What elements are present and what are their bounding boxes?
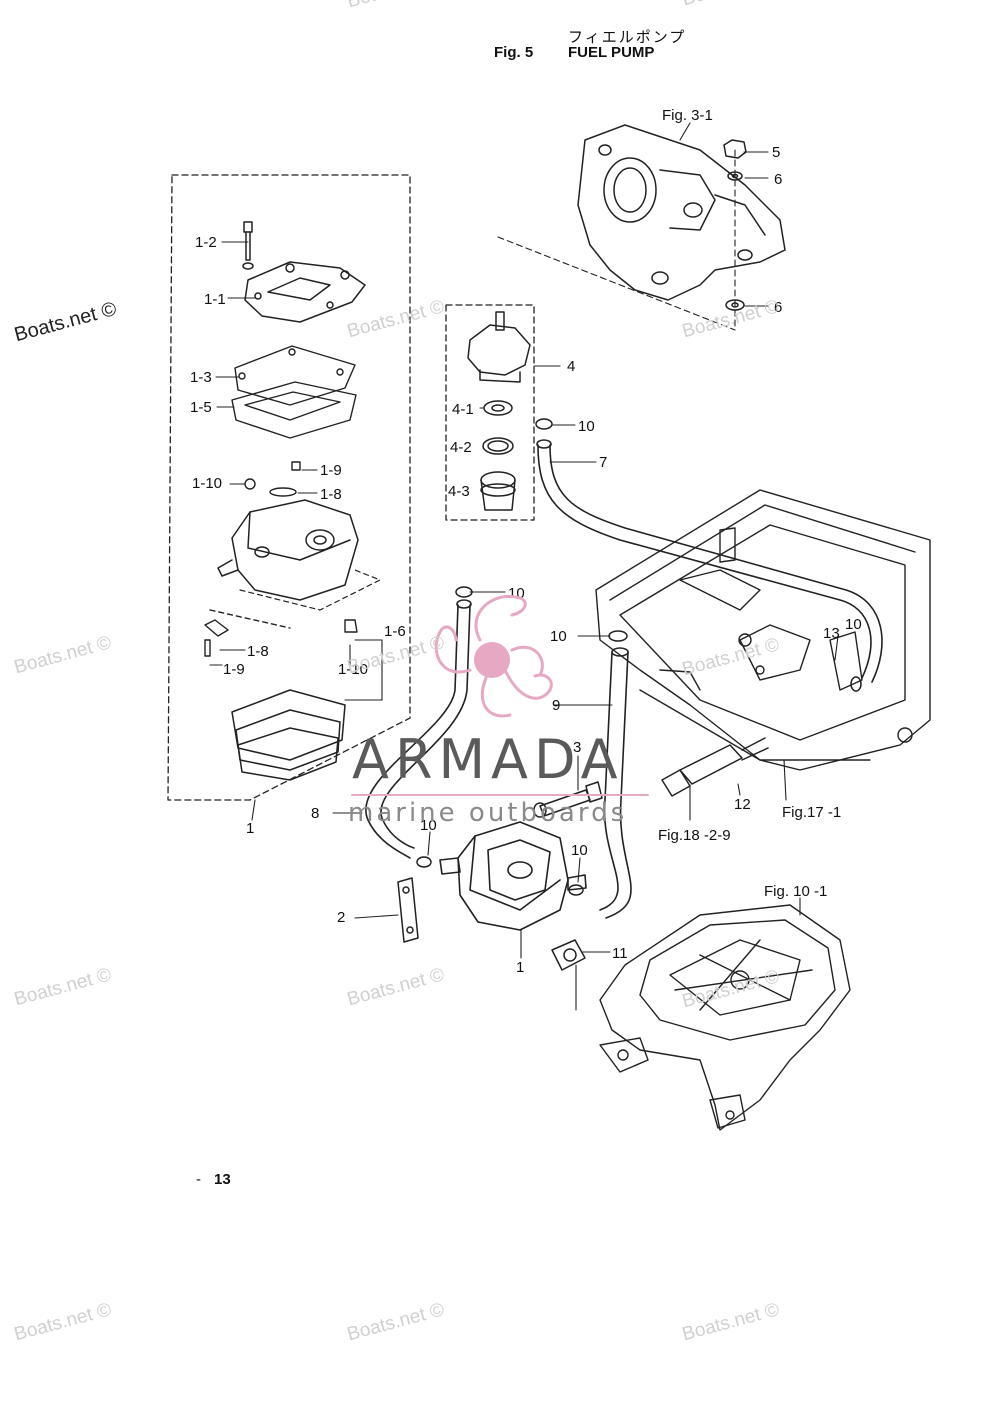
callout-label: 1-1: [204, 291, 226, 308]
hose-fitting-12: [661, 737, 769, 797]
check-valve-parts: [244, 461, 301, 497]
reference-label: Fig.18 -2-9: [658, 827, 731, 844]
brand-tagline: marine outboards: [348, 798, 628, 828]
page-number: 13: [214, 1171, 231, 1188]
callout-label: 3: [573, 739, 581, 756]
figure-number: Fig. 5: [494, 44, 534, 61]
callout-label: 4-3: [448, 483, 470, 500]
callout-label: 1-3: [190, 369, 212, 386]
nut-and-washers: [723, 139, 747, 311]
reference-label: Fig. 3-1: [662, 107, 713, 124]
callout-label: 11: [612, 945, 628, 962]
pump-base-diaphragm: [231, 689, 346, 781]
callout-label: 4-2: [450, 439, 472, 456]
callout-label: 1-2: [195, 234, 217, 251]
cylinder-bracket-part: [577, 124, 786, 301]
filter-to-mount-line: [497, 236, 736, 331]
callout-label: 5: [772, 144, 780, 161]
page-number-dash: -: [196, 1171, 201, 1188]
callout-label: 8: [311, 805, 319, 822]
pump-cover: [244, 261, 366, 323]
callout-label: 6: [774, 299, 782, 316]
callout-label: 1-6: [384, 623, 406, 640]
callout-label: 10: [571, 842, 588, 859]
reference-label: Fig. 10 -1: [764, 883, 827, 900]
callout-label: 7: [599, 454, 607, 471]
callout-label: 1-8: [320, 486, 342, 503]
leader-lines: [209, 122, 839, 1011]
filter-assembly-group-box: [445, 304, 535, 521]
callout-label: 6: [774, 171, 782, 188]
lower-pump-parts: [204, 609, 358, 657]
pump-assembly-group-box: [167, 174, 411, 801]
fuel-hose-9: [599, 647, 632, 919]
pump-cover-screw: [242, 221, 254, 270]
hose-clamp-11: [551, 939, 586, 971]
pump-body: [217, 499, 381, 611]
callout-label: 10: [845, 616, 862, 633]
diaphragm-1-3: [234, 345, 356, 406]
brand-name: ARMADA: [352, 728, 624, 791]
armada-propeller-logo: [434, 594, 553, 718]
callout-label: 1-9: [320, 462, 342, 479]
callout-label: 2: [337, 909, 345, 926]
callout-label: 4-1: [452, 401, 474, 418]
callout-label: 13: [823, 625, 840, 642]
callout-label: 10: [578, 418, 595, 435]
callout-label: 1: [516, 959, 524, 976]
callout-label: 1-8: [247, 643, 269, 660]
callout-label: 1-10: [192, 475, 222, 492]
callout-label: 9: [552, 697, 560, 714]
callout-label: 12: [734, 796, 751, 813]
japanese-title: フィエルポンプ: [568, 29, 687, 46]
callout-label: 10: [420, 817, 437, 834]
gasket-1-5: [231, 381, 357, 439]
callout-label: 1-9: [223, 661, 245, 678]
mounting-plate-2: [397, 877, 419, 943]
fuel-pump-assembly: [439, 821, 587, 931]
callout-label: 1-10: [338, 661, 368, 678]
figure-title: FUEL PUMP: [568, 44, 655, 61]
fuel-filter-parts: [467, 311, 531, 511]
reference-label: Fig.17 -1: [782, 804, 841, 821]
lower-housing-part: [599, 904, 851, 1131]
callout-label: 1: [246, 820, 254, 837]
callout-label: 4: [567, 358, 575, 375]
engine-block-part: [595, 489, 931, 771]
callout-label: 1-5: [190, 399, 212, 416]
fuel-hose-8: [365, 599, 472, 859]
callout-label: 10: [550, 628, 567, 645]
